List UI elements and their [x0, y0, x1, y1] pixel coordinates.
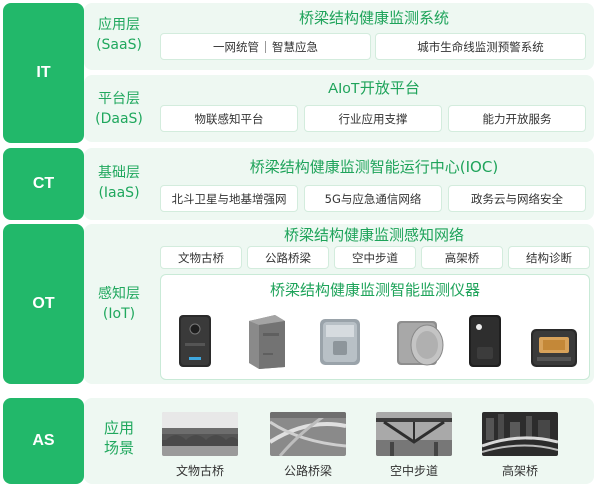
scene-skywalk-image	[376, 412, 452, 456]
scene-highway-bridge-image	[270, 412, 346, 456]
layer-daas: 平台层 (DaaS) AIoT开放平台 物联感知平台 行业应用支撑 能力开放服务	[84, 75, 594, 142]
layer-iot: 感知层 (IoT) 桥梁结构健康监测感知网络 文物古桥 公路桥梁 空中步道 高架…	[84, 224, 594, 384]
iot-box-4: 高架桥	[421, 246, 503, 269]
iaas-label: 基础层 (IaaS)	[98, 165, 140, 201]
device-black-terminal-icon	[469, 315, 501, 367]
connector-scenes	[70, 439, 86, 444]
saas-box-1: 一网统管智慧应急	[160, 33, 371, 60]
saas-label: 应用层 (SaaS)	[96, 17, 142, 53]
iaas-box-2: 5G与应急通信网络	[304, 185, 442, 212]
iot-title: 桥梁结构健康监测感知网络	[283, 226, 464, 244]
scene-elevated-bridge-image	[482, 412, 558, 456]
layer-iaas: 基础层 (IaaS) 桥梁结构健康监测智能运行中心(IOC) 北斗卫星与地基增强…	[84, 148, 594, 220]
scene-label-2: 公路桥梁	[283, 464, 332, 478]
connector-iot	[70, 303, 86, 308]
layer-saas: 应用层 (SaaS) 桥梁结构健康监测系统 一网统管智慧应急 城市生命线监测预警…	[84, 3, 594, 70]
scene-label-3: 空中步道	[389, 464, 438, 478]
saas-title: 桥梁结构健康监测系统	[298, 9, 449, 27]
iaas-title: 桥梁结构健康监测智能运行中心(IOC)	[249, 158, 499, 176]
daas-box-3: 能力开放服务	[448, 105, 586, 132]
daas-box-2: 行业应用支撑	[304, 105, 442, 132]
scene-ancient-bridge-image	[162, 412, 238, 456]
iaas-box-1: 北斗卫星与地基增强网	[160, 185, 298, 212]
iot-box-2: 公路桥梁	[247, 246, 329, 269]
instrument-panel: 桥梁结构健康监测智能监测仪器	[160, 274, 590, 380]
saas-box-2: 城市生命线监测预警系统	[375, 33, 586, 60]
iaas-box-3: 政务云与网络安全	[448, 185, 586, 212]
daas-box-1: 物联感知平台	[160, 105, 298, 132]
device-gray-box-icon	[249, 315, 285, 369]
iot-box-5: 结构诊断	[508, 246, 590, 269]
device-data-logger-icon	[531, 329, 577, 367]
connector-iaas	[70, 182, 86, 187]
device-gnss-receiver-icon	[179, 315, 211, 367]
instrument-title: 桥梁结构健康监测智能监测仪器	[269, 281, 480, 299]
iot-box-1: 文物古桥	[160, 246, 242, 269]
scene-label-1: 文物古桥	[175, 464, 224, 478]
connector-daas	[70, 104, 86, 109]
device-silver-sensor-icon	[320, 319, 360, 365]
scenes-label: 应用 场景	[103, 419, 134, 457]
side-it: IT	[3, 3, 84, 143]
iot-label: 感知层 (IoT)	[98, 286, 140, 322]
separator	[265, 40, 266, 53]
scene-label-4: 高架桥	[501, 464, 538, 478]
daas-label: 平台层 (DaaS)	[95, 91, 143, 127]
daas-title: AIoT开放平台	[328, 80, 420, 97]
connector-saas	[70, 34, 86, 39]
iot-box-3: 空中步道	[334, 246, 416, 269]
device-round-sensor-icon	[397, 321, 444, 366]
layer-scenes: 应用 场景 文物古桥 公路桥梁 空中步道	[84, 398, 594, 484]
